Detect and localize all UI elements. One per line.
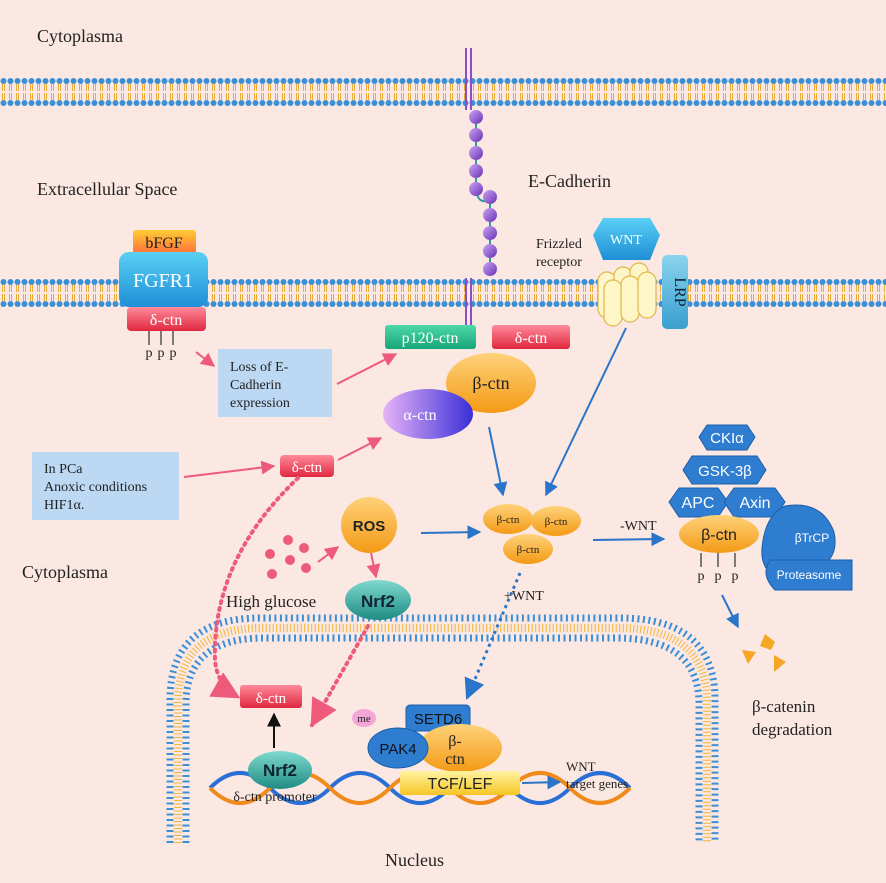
pca-conditions-box: [32, 452, 179, 520]
beta-ctn-nucleus: [418, 724, 502, 772]
cki-label: CKIα: [710, 430, 744, 447]
pca-text-2: Anoxic conditions: [44, 480, 147, 495]
btrcp-label: βTrCP: [795, 531, 829, 545]
p120-ctn-box: [385, 325, 476, 349]
complex-p3: p: [732, 569, 739, 584]
free-beta-ctn-3-label: β-ctn: [517, 544, 540, 556]
nuclear-membrane: [166, 614, 719, 843]
nrf2-cytoplasm: [345, 580, 411, 620]
apc-label: APC: [682, 495, 715, 512]
methyl-label: me: [357, 713, 371, 725]
phospho-stems-complex: [700, 553, 736, 567]
wnt-ligand: [593, 218, 660, 260]
loss-text-1: Loss of E-: [230, 360, 289, 375]
beta-ctn-complex-label: β-ctn: [701, 527, 737, 544]
loss-text-3: expression: [230, 396, 290, 411]
e-cadherin-label: E-Cadherin: [528, 171, 611, 191]
minus-wnt-label: -WNT: [620, 519, 657, 534]
delta-ctn-fgfr: [127, 307, 206, 331]
glucose-molecules: [265, 535, 311, 579]
extracellular-label: Extracellular Space: [37, 179, 177, 199]
beta-ctn-membrane-label: β-ctn: [472, 373, 509, 393]
nucleus-label: Nucleus: [385, 850, 444, 870]
loss-text-2: Cadherin: [230, 378, 281, 393]
delta-ctn-cytoplasm: [280, 455, 334, 477]
methyl-mark: [352, 709, 376, 727]
bfgf-box: [133, 230, 196, 254]
beta-ctn-membrane: [446, 353, 536, 413]
e-cadherin-chain: [465, 48, 497, 345]
free-beta-ctn-1: [483, 504, 533, 534]
high-glucose-label: High glucose: [226, 592, 316, 611]
pca-text-3: HIF1α.: [44, 498, 84, 513]
ros-label: ROS: [353, 518, 386, 535]
setd6-label: SETD6: [414, 711, 462, 728]
axin-label: Axin: [739, 495, 770, 512]
nrf2-nucleus-label: Nrf2: [263, 761, 297, 780]
pak4-node: [367, 727, 429, 769]
free-beta-ctn-2: [531, 506, 581, 536]
fgfr1-receptor: [119, 252, 208, 307]
free-beta-ctn-3: [503, 534, 553, 564]
bfgf-label: bFGF: [145, 235, 182, 252]
frizzled-receptor: [597, 262, 657, 327]
promoter-label: δ-ctn promoter: [233, 790, 317, 805]
alpha-ctn: [383, 389, 473, 439]
beta-short-2: ctn: [445, 751, 465, 768]
free-beta-ctn-2-label: β-ctn: [545, 516, 568, 528]
gsk-label: GSK-3β: [698, 463, 752, 480]
ros-node: [341, 497, 397, 553]
phospho-p1: p: [146, 346, 153, 361]
degradation-fragments: [742, 634, 786, 672]
wnt-target-label-2: target genes: [566, 776, 628, 791]
blue-arrows: [420, 327, 739, 790]
plus-wnt-label: +WNT: [504, 589, 544, 604]
p120-ctn-label: p120-ctn: [402, 330, 459, 347]
top-membrane: [0, 77, 886, 107]
wnt-target-label-1: WNT: [566, 759, 596, 774]
free-beta-ctn-1-label: β-ctn: [497, 514, 520, 526]
frizzled-label-2: receptor: [536, 255, 582, 270]
lrp-coreceptor: [662, 255, 688, 329]
cytoplasma-top-label: Cytoplasma: [37, 26, 123, 46]
fgfr1-label: FGFR1: [133, 270, 193, 292]
proteasome-label: Proteasome: [777, 568, 842, 582]
beta-short-1: β-: [448, 733, 461, 750]
nrf2-nucleus: [248, 751, 312, 789]
delta-ctn-nucleus: [240, 685, 302, 708]
tcf-lef-label: TCF/LEF: [428, 776, 493, 793]
phospho-p2: p: [158, 346, 165, 361]
wnt-ligand-label: WNT: [610, 233, 642, 248]
degradation-label-1: β-catenin: [752, 697, 816, 716]
delta-ctn-membrane: [492, 325, 570, 349]
beta-ctn-complex: [679, 515, 759, 553]
complex-p1: p: [698, 569, 705, 584]
degradation-label-2: degradation: [752, 720, 833, 739]
phospho-stems-fgfr: [148, 331, 174, 345]
delta-ctn-fgfr-label: δ-ctn: [150, 312, 182, 329]
cytoplasma-mid-label: Cytoplasma: [22, 562, 108, 582]
nrf2-cytoplasm-label: Nrf2: [361, 592, 395, 611]
delta-ctn-membrane-label: δ-ctn: [515, 330, 547, 347]
lrp-label: LRP: [671, 277, 688, 306]
tcf-lef-box: [400, 771, 520, 795]
pca-text-1: In PCa: [44, 462, 83, 477]
destruction-complex: [668, 424, 853, 591]
delta-ctn-nucleus-label: δ-ctn: [256, 691, 287, 707]
delta-ctn-cytoplasm-label: δ-ctn: [292, 460, 323, 476]
pak4-label: PAK4: [379, 741, 416, 758]
complex-p2: p: [715, 569, 722, 584]
pink-arrows: [183, 351, 398, 728]
frizzled-label-1: Frizzled: [536, 237, 582, 252]
phospho-p3: p: [170, 346, 177, 361]
alpha-ctn-label: α-ctn: [403, 407, 436, 424]
loss-ecadherin-box: [218, 349, 332, 417]
